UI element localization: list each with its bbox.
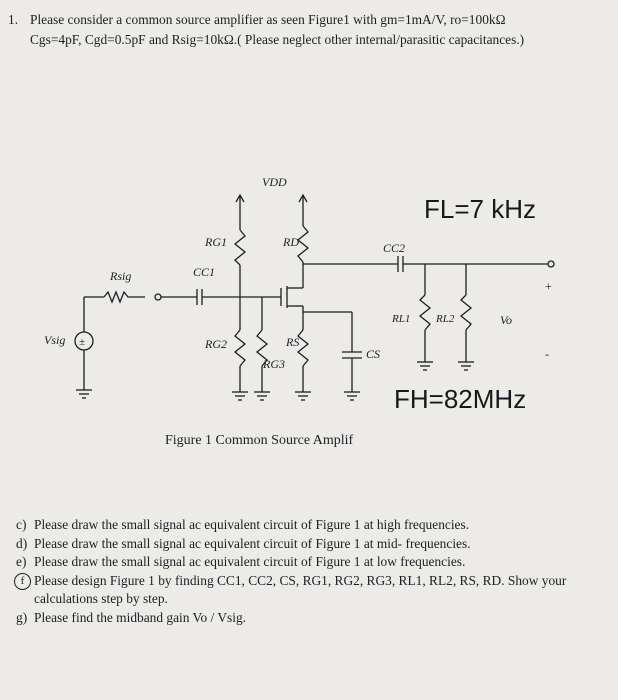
question-d: d) Please draw the small signal ac equiv… bbox=[8, 535, 612, 554]
label-rs: RS bbox=[285, 335, 299, 349]
rd-resistor bbox=[296, 225, 310, 263]
label-cc2: CC2 bbox=[383, 241, 405, 255]
rg3-resistor bbox=[255, 329, 269, 367]
label-vdd: VDD bbox=[262, 175, 287, 189]
question-text: Please design Figure 1 by finding CC1, C… bbox=[34, 572, 567, 607]
rg1-resistor bbox=[233, 229, 247, 266]
question-f: f Please design Figure 1 by finding CC1,… bbox=[8, 572, 612, 609]
problem-number: 1. bbox=[8, 12, 19, 27]
question-text: Please find the midband gain Vo / Vsig. bbox=[34, 609, 247, 625]
circuit-schematic: ± VDD RG1 RD CC2 Rsig CC1 RG2 RS RG3 CS … bbox=[44, 175, 555, 401]
rl1-resistor bbox=[418, 294, 432, 331]
label-rg1: RG1 bbox=[204, 235, 227, 249]
label-rg3: RG3 bbox=[262, 357, 285, 371]
label-vo: Vo bbox=[500, 313, 512, 327]
svg-text:±: ± bbox=[79, 336, 85, 348]
question-label: c) bbox=[16, 517, 27, 532]
label-minus: - bbox=[545, 347, 549, 361]
label-rl1: RL1 bbox=[391, 313, 410, 325]
label-cc1: CC1 bbox=[193, 265, 215, 279]
question-g: g) Please find the midband gain Vo / Vsi… bbox=[8, 609, 612, 628]
question-list: c) Please draw the small signal ac equiv… bbox=[8, 516, 612, 628]
label-plus: + bbox=[545, 279, 552, 293]
rsig-resistor bbox=[103, 290, 145, 304]
label-vsig: Vsig bbox=[44, 333, 65, 347]
label-rg2: RG2 bbox=[204, 337, 227, 351]
label-rl2: RL2 bbox=[435, 313, 455, 325]
question-e: e) Please draw the small signal ac equiv… bbox=[8, 553, 612, 572]
question-label: d) bbox=[16, 535, 28, 551]
label-rsig: Rsig bbox=[109, 269, 131, 283]
question-label: g) bbox=[16, 609, 28, 625]
rl2-resistor bbox=[459, 294, 473, 331]
question-text: Please draw the small signal ac equivale… bbox=[34, 554, 466, 570]
label-rd: RD bbox=[282, 235, 299, 249]
question-text: Please draw the small signal ac equivale… bbox=[34, 535, 471, 551]
annotation-fl: FL=7 kHz bbox=[424, 194, 536, 224]
problem-line-2: Cgs=4pF, Cgd=0.5pF and Rsig=10kΩ.( Pleas… bbox=[30, 32, 525, 47]
question-label: e) bbox=[16, 554, 27, 570]
problem-line-1: Please consider a common source amplifie… bbox=[30, 12, 506, 27]
question-c: c) Please draw the small signal ac equiv… bbox=[8, 516, 612, 535]
figure-caption: Figure 1 Common Source Amplif bbox=[165, 433, 354, 448]
problem-statement: 1. Please consider a common source amplif… bbox=[8, 10, 608, 50]
circled-question-label: f bbox=[14, 572, 31, 590]
rs-resistor bbox=[296, 329, 310, 367]
rg2-resistor bbox=[233, 329, 247, 367]
question-text: Please draw the small signal ac equivale… bbox=[34, 517, 470, 532]
label-cs: CS bbox=[366, 347, 380, 361]
annotation-fh: FH=82MHz bbox=[394, 384, 527, 414]
